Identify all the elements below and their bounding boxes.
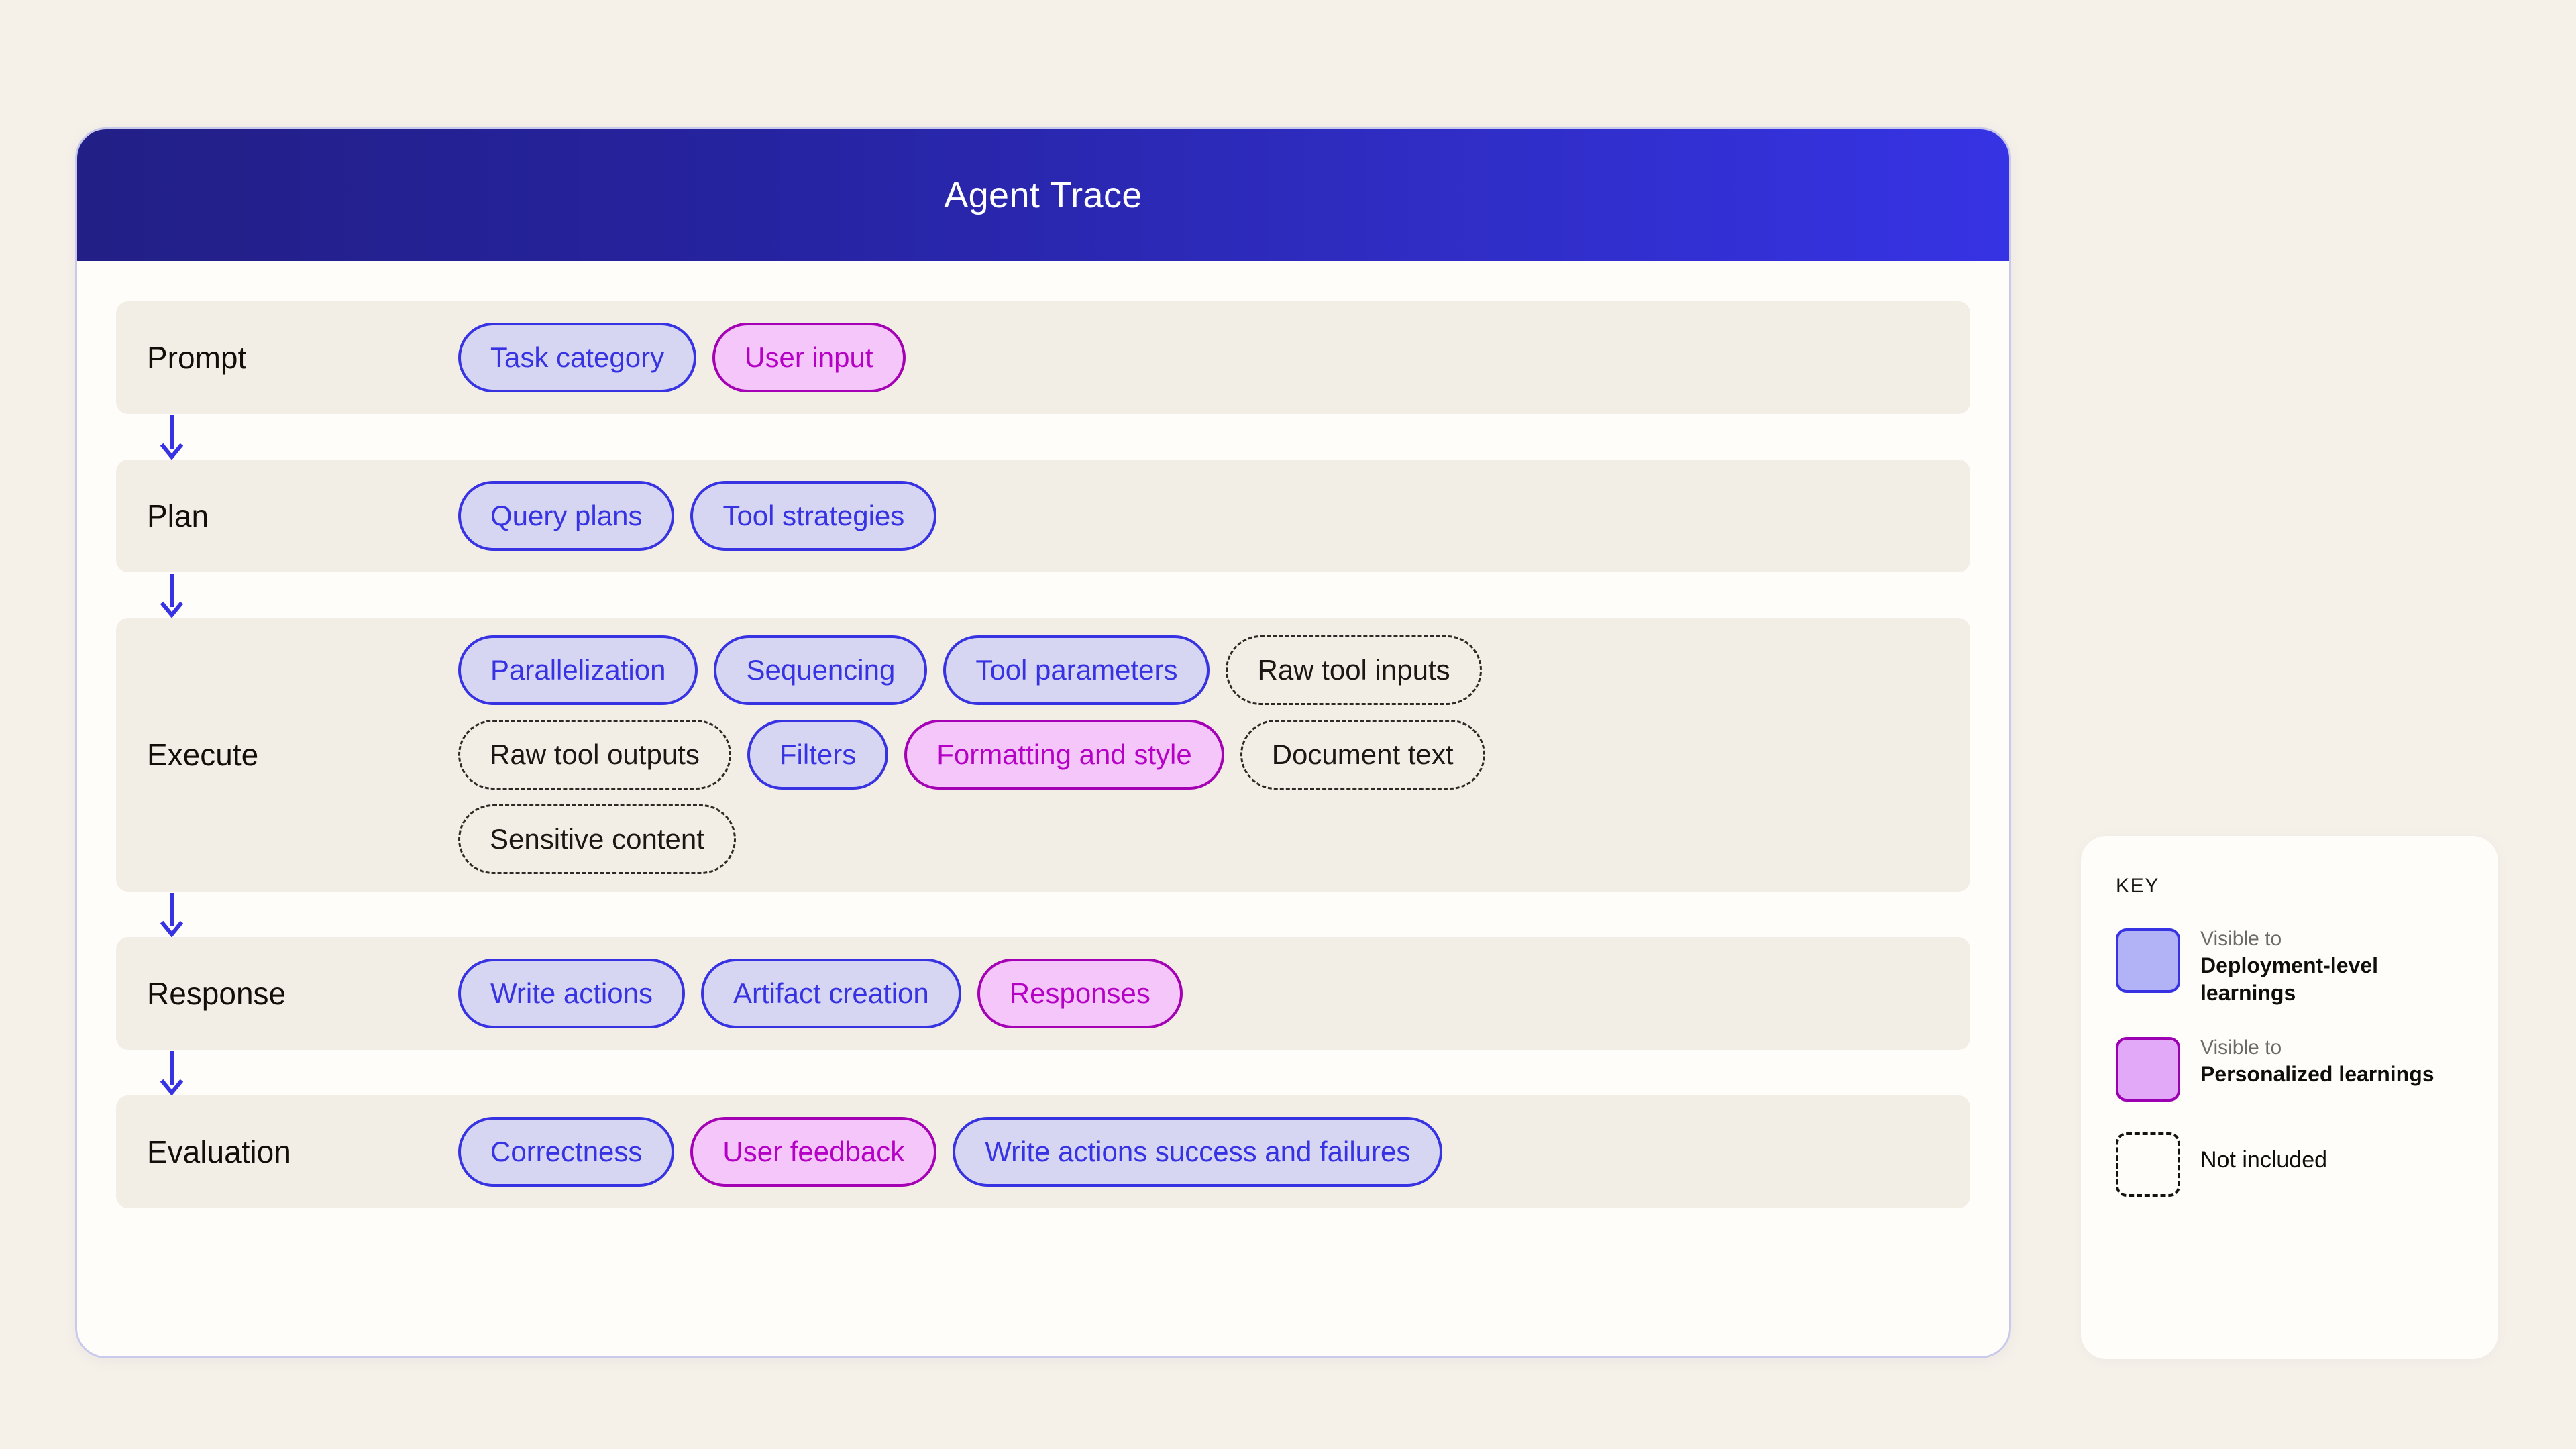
pill-artifact-creation[interactable]: Artifact creation bbox=[700, 959, 961, 1028]
pill-raw-tool-outputs[interactable]: Raw tool outputs bbox=[458, 720, 731, 790]
legend-swatch-dashed bbox=[2116, 1132, 2180, 1197]
legend-swatch-blue bbox=[2116, 928, 2180, 993]
pill-user-input[interactable]: User input bbox=[712, 323, 906, 392]
legend-item-label: Not included bbox=[2200, 1147, 2328, 1173]
pill-query-plans[interactable]: Query plans bbox=[458, 481, 675, 551]
pill-correctness[interactable]: Correctness bbox=[458, 1117, 675, 1187]
stage-label: Execute bbox=[147, 737, 259, 772]
pill-sequencing[interactable]: Sequencing bbox=[714, 635, 928, 705]
trace-header: Agent Trace bbox=[77, 129, 2009, 261]
pill-tool-parameters[interactable]: Tool parameters bbox=[943, 635, 1210, 705]
stage-label: Plan bbox=[147, 498, 209, 533]
legend-text: Visible to Deployment-level learnings bbox=[2200, 924, 2463, 1006]
legend-item-subtitle: Visible to bbox=[2200, 928, 2282, 950]
arrow-down-icon bbox=[116, 892, 1970, 937]
stage-label: Evaluation bbox=[147, 1134, 291, 1169]
pill-user-feedback[interactable]: User feedback bbox=[690, 1117, 937, 1187]
pill-task-category[interactable]: Task category bbox=[458, 323, 697, 392]
legend-item-subtitle: Visible to bbox=[2200, 1036, 2282, 1059]
legend-item: Not included bbox=[2116, 1128, 2463, 1197]
legend-text: Not included bbox=[2200, 1128, 2327, 1175]
arrow-down-icon bbox=[116, 572, 1970, 618]
legend-item: Visible to Deployment-level learnings bbox=[2116, 924, 2463, 1006]
legend-item: Visible to Personalized learnings bbox=[2116, 1033, 2463, 1102]
pill-write-actions-success-and-failures[interactable]: Write actions success and failures bbox=[953, 1117, 1443, 1187]
pill-responses[interactable]: Responses bbox=[977, 959, 1183, 1028]
pill-tool-strategies[interactable]: Tool strategies bbox=[690, 481, 937, 551]
stage-label: Prompt bbox=[147, 339, 247, 375]
pill-line: Sensitive content bbox=[458, 804, 1943, 874]
arrow-down-icon bbox=[116, 414, 1970, 460]
legend-item-label: Personalized learnings bbox=[2200, 1062, 2434, 1087]
legend-item-label: Deployment-level learnings bbox=[2200, 953, 2378, 1005]
legend-panel: KEY Visible to Deployment-level learnings… bbox=[2081, 836, 2498, 1359]
legend-title: KEY bbox=[2116, 875, 2159, 897]
pill-write-actions[interactable]: Write actions bbox=[458, 959, 685, 1028]
legend-swatch-magenta bbox=[2116, 1037, 2180, 1102]
pill-formatting-and-style[interactable]: Formatting and style bbox=[904, 720, 1224, 790]
pill-sensitive-content[interactable]: Sensitive content bbox=[458, 804, 736, 874]
legend-text: Visible to Personalized learnings bbox=[2200, 1033, 2434, 1088]
page-title: Agent Trace bbox=[944, 175, 1142, 215]
arrow-down-icon bbox=[116, 1050, 1970, 1095]
stage-label: Response bbox=[147, 975, 286, 1011]
pill-filters[interactable]: Filters bbox=[747, 720, 889, 790]
pill-parallelization[interactable]: Parallelization bbox=[458, 635, 698, 705]
pill-raw-tool-inputs[interactable]: Raw tool inputs bbox=[1226, 635, 1482, 705]
pill-document-text[interactable]: Document text bbox=[1240, 720, 1485, 790]
